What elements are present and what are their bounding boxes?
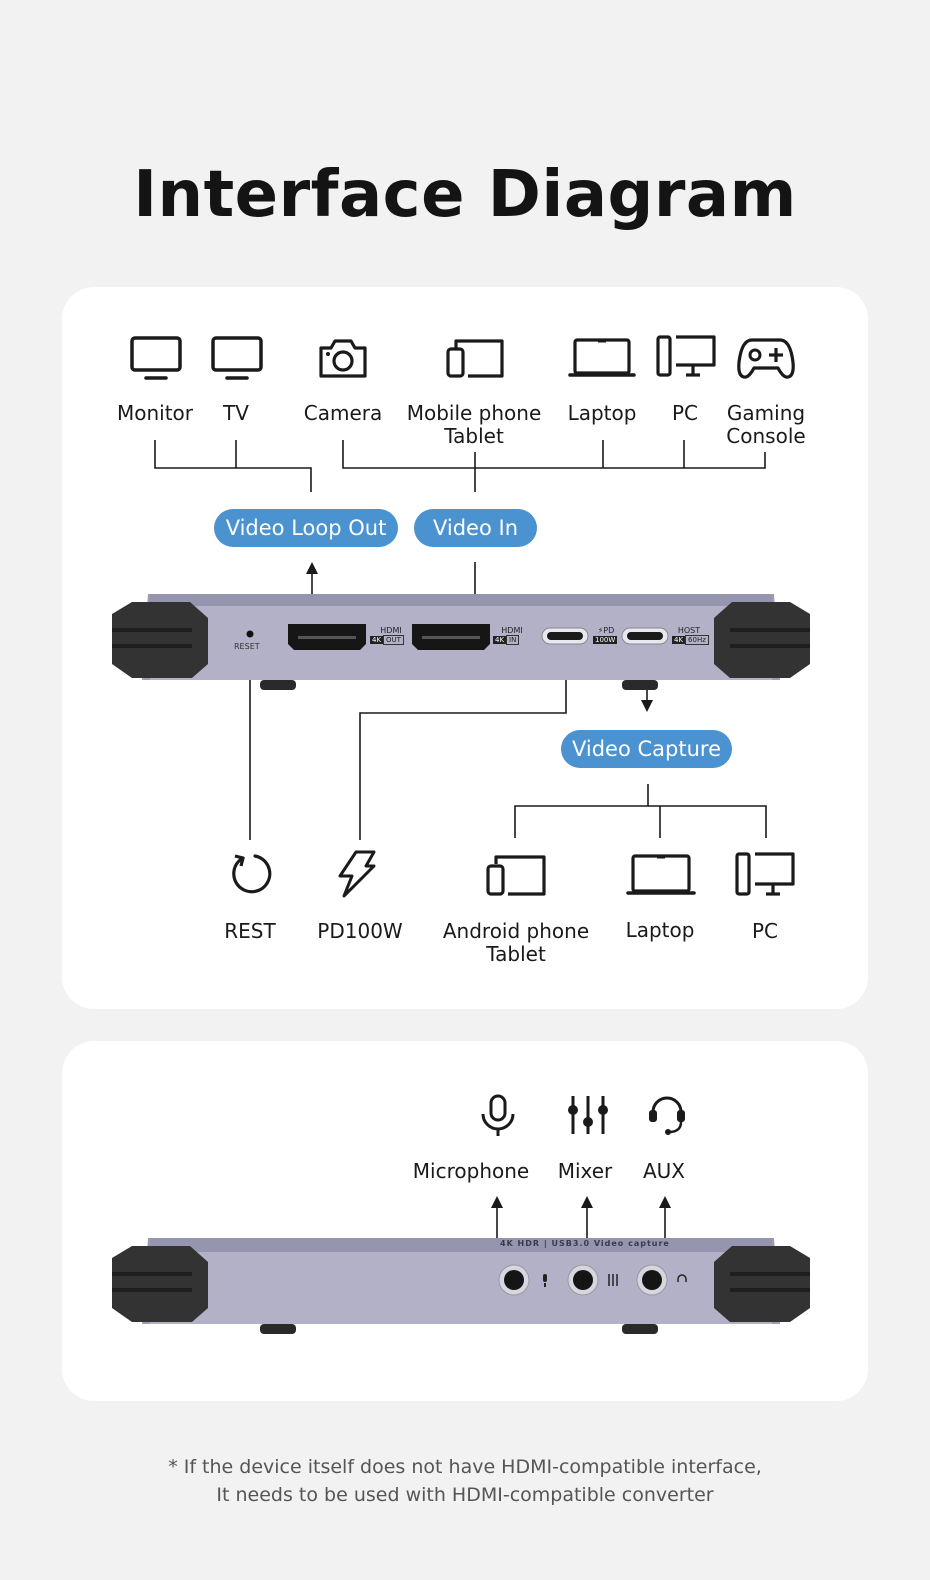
device-label-pc: PC (671, 401, 699, 425)
reset-label: RESET (234, 642, 260, 651)
monitor-icon (130, 336, 182, 380)
headset-icon (649, 1096, 685, 1135)
host-tag: 60Hz (685, 635, 709, 645)
device-label-camera: Camera (303, 401, 383, 425)
tv-icon (211, 336, 263, 380)
capture-device-back: 4K HDR | USB3.0 Video capture (112, 1236, 810, 1338)
gamepad-icon (737, 338, 795, 379)
device-label-mobile-tablet: Mobile phone Tablet (406, 401, 542, 448)
pc-icon (656, 335, 716, 377)
hdmi-in-label: HDMI (501, 626, 523, 635)
footnote-line-1: * If the device itself does not have HDM… (168, 1456, 762, 1478)
microphone-icon (481, 1094, 515, 1136)
hdmi-out-label: HDMI (380, 626, 402, 635)
device-label-reset: REST (224, 919, 276, 943)
device-label-pd100w: PD100W (317, 919, 403, 943)
hdmi-in-tag: IN (506, 635, 520, 645)
device-label-monitor: Monitor (116, 401, 194, 425)
pc-icon (735, 852, 795, 896)
reset-icon (232, 854, 272, 894)
interface-card-back (62, 1041, 868, 1401)
video-loop-out-pill: Video Loop Out (214, 509, 398, 547)
hdmi-out-4k: 4K (370, 636, 384, 644)
phone-tablet-icon (446, 339, 504, 378)
device-label-tv: TV (223, 401, 249, 425)
audio-label-microphone: Microphone (412, 1159, 530, 1183)
pd-label: ⚡PD (597, 626, 615, 635)
device-label-pc-capture: PC (751, 919, 779, 943)
device-print: 4K HDR | USB3.0 Video capture (500, 1239, 670, 1248)
device-label-laptop: Laptop (567, 401, 637, 425)
camera-icon (319, 339, 367, 378)
hdmi-in-4k: 4K (493, 636, 507, 644)
footnote-line-2: It needs to be used with HDMI-compatible… (216, 1484, 714, 1506)
audio-label-mixer: Mixer (557, 1159, 613, 1183)
video-in-pill: Video In (414, 509, 537, 547)
audio-label-aux: AUX (642, 1159, 686, 1183)
video-capture-pill: Video Capture (561, 730, 732, 768)
laptop-icon (568, 338, 636, 377)
host-label: HOST (677, 626, 701, 635)
device-label-android-tablet: Android phone Tablet (442, 919, 590, 966)
lightning-icon (338, 850, 376, 898)
phone-tablet-icon (486, 855, 546, 896)
hdmi-out-tag: OUT (383, 635, 404, 645)
laptop-icon (626, 854, 696, 895)
device-label-gaming-console: Gaming Console (726, 401, 806, 448)
page-title: Interface Diagram (133, 158, 797, 232)
mixer-icon (568, 1096, 608, 1134)
pd-tag: 100W (593, 636, 618, 644)
host-4k: 4K (672, 636, 686, 644)
device-label-laptop-capture: Laptop (625, 918, 695, 942)
